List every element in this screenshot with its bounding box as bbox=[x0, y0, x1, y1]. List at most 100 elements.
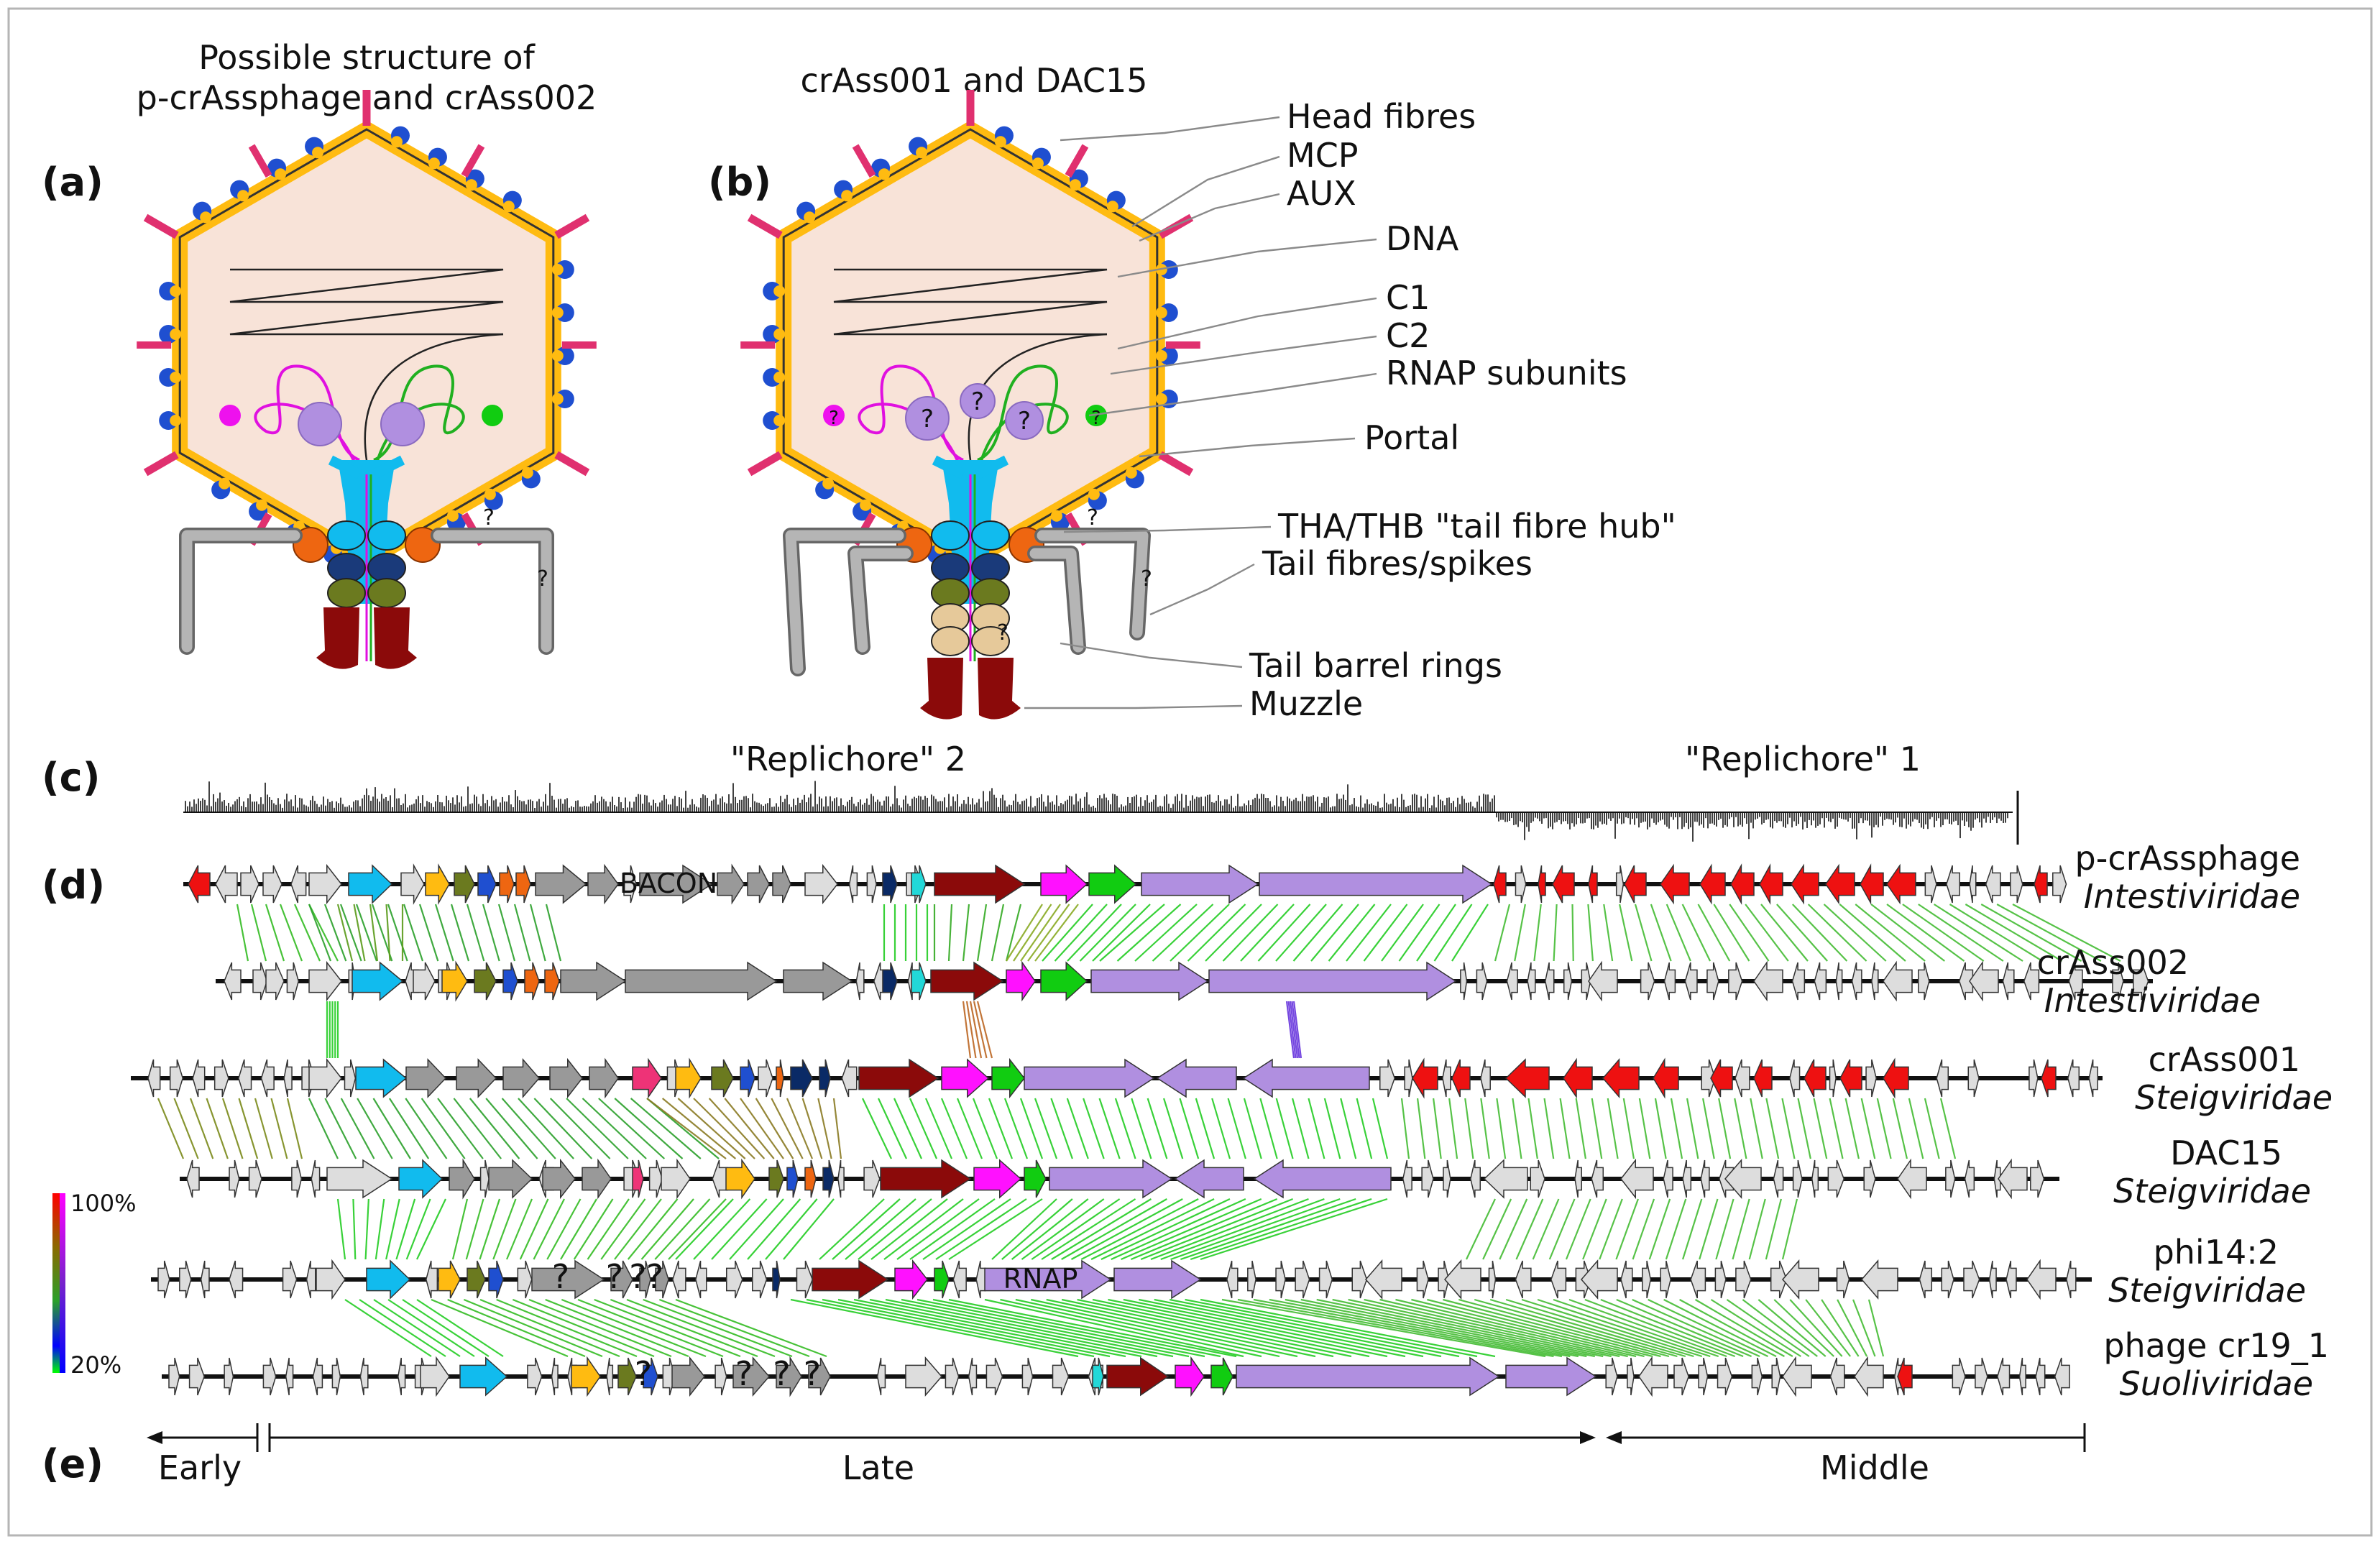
gene-arrow bbox=[1493, 865, 1507, 904]
similarity-link bbox=[819, 1198, 885, 1260]
similarity-link bbox=[1433, 904, 1473, 962]
similarity-link bbox=[1537, 1298, 1711, 1358]
similarity-link bbox=[236, 904, 249, 962]
similarity-link bbox=[1886, 904, 1965, 962]
similarity-link bbox=[1603, 904, 1614, 962]
similarity-link bbox=[587, 1198, 630, 1260]
similarity-link bbox=[1190, 1198, 1372, 1261]
gene-arrow bbox=[2002, 962, 2015, 1001]
similarity-link bbox=[1565, 1198, 1591, 1260]
gene-arrow bbox=[1438, 1260, 1450, 1299]
similarity-link bbox=[387, 904, 408, 962]
gene-arrow bbox=[1782, 1356, 1812, 1397]
gene-arrow bbox=[1735, 1260, 1752, 1299]
similarity-link bbox=[373, 1299, 461, 1357]
similarity-link bbox=[1682, 1198, 1703, 1260]
gene-arrow bbox=[952, 1260, 967, 1299]
similarity-link bbox=[1665, 904, 1691, 962]
similarity-link bbox=[336, 904, 354, 962]
similarity-link bbox=[1211, 1098, 1231, 1159]
similarity-link bbox=[1480, 1098, 1490, 1159]
gene-arrow bbox=[1836, 1260, 1850, 1299]
similarity-link bbox=[1111, 1198, 1246, 1261]
gene-arrow bbox=[589, 1057, 619, 1099]
similarity-link bbox=[1448, 1098, 1458, 1159]
aux-subunit bbox=[170, 328, 182, 340]
similarity-link bbox=[1147, 1098, 1168, 1159]
gene-arrow bbox=[1865, 1059, 1877, 1098]
gene-arrow bbox=[768, 1159, 784, 1198]
rnap-subunit bbox=[960, 383, 996, 419]
gene-arrow bbox=[841, 1059, 858, 1098]
gene-arrow bbox=[359, 1357, 369, 1396]
gene-arrow bbox=[1924, 865, 1937, 904]
head-fibre bbox=[554, 451, 590, 477]
similarity-link bbox=[238, 1098, 259, 1159]
rnap-subunit bbox=[905, 396, 950, 441]
similarity-link bbox=[1902, 904, 1985, 962]
similarity-link bbox=[801, 1098, 823, 1159]
tail-barrel-ring bbox=[327, 520, 366, 551]
similarity-link bbox=[1632, 1298, 1760, 1358]
gene-arrow bbox=[1444, 1259, 1481, 1300]
gene-arrow bbox=[934, 1260, 950, 1299]
similarity-link bbox=[1287, 1001, 1297, 1059]
similarity-link bbox=[901, 1298, 1190, 1358]
gene-arrow bbox=[1791, 962, 1806, 1001]
gene-arrow bbox=[941, 1058, 990, 1098]
gene-label: ? bbox=[635, 1354, 652, 1393]
rnap-subunit bbox=[298, 402, 342, 446]
c2-domain bbox=[1085, 405, 1107, 426]
similarity-link bbox=[1031, 1198, 1121, 1260]
similarity-link bbox=[1346, 904, 1392, 962]
gene-arrow bbox=[1897, 1158, 1927, 1200]
gene-arrow bbox=[229, 1260, 244, 1299]
similarity-link bbox=[431, 1298, 569, 1358]
genome-track-3 bbox=[180, 1158, 2059, 1200]
similarity-link bbox=[339, 904, 362, 962]
similarity-link bbox=[962, 1001, 972, 1059]
gene-arrow bbox=[1318, 1260, 1333, 1299]
label-leader-lines bbox=[1024, 116, 1377, 709]
similarity-link bbox=[1791, 904, 1848, 962]
similarity-link bbox=[1292, 1001, 1302, 1059]
gene-arrow bbox=[758, 1059, 773, 1098]
portal-collar bbox=[328, 455, 405, 479]
dna-strand bbox=[364, 333, 504, 461]
gene-arrow bbox=[168, 1357, 180, 1396]
genome-family-cr19-1: Suoliviridae bbox=[2120, 1364, 2313, 1403]
tail-barrel-ring bbox=[367, 520, 406, 551]
gene-arrow bbox=[560, 961, 627, 1001]
aux-subunit bbox=[994, 136, 1006, 148]
gene-label: ? bbox=[735, 1354, 753, 1393]
similarity-link bbox=[832, 1098, 842, 1159]
c1-domain bbox=[823, 405, 845, 426]
similarity-link bbox=[1760, 904, 1809, 962]
gene-arrow bbox=[991, 1057, 1025, 1099]
gene-arrow bbox=[1814, 962, 1827, 1001]
similarity-link bbox=[755, 1098, 794, 1159]
similarity-link bbox=[1185, 1298, 1478, 1358]
gene-arrow bbox=[474, 962, 497, 1001]
similarity-link bbox=[783, 1198, 835, 1260]
gene-arrow bbox=[1936, 1059, 1949, 1098]
similarity-link bbox=[1934, 904, 2023, 962]
similarity-link bbox=[1031, 1298, 1298, 1358]
gene-arrow bbox=[147, 1059, 161, 1098]
gene-arrow bbox=[405, 1058, 447, 1098]
gene-arrow bbox=[186, 1159, 200, 1198]
tail-fibre bbox=[181, 530, 300, 653]
similarity-link bbox=[1616, 1298, 1752, 1358]
gene-arrow bbox=[1751, 1357, 1763, 1396]
similarity-link bbox=[421, 1098, 466, 1159]
gene-arrow bbox=[1591, 1159, 1604, 1198]
similarity-link bbox=[935, 1198, 1027, 1260]
gene-arrow bbox=[1829, 1059, 1837, 1098]
gene-arrow bbox=[905, 1356, 942, 1397]
similarity-link bbox=[529, 904, 546, 962]
gene-arrow bbox=[2030, 1159, 2045, 1198]
gene-arrow bbox=[291, 1159, 303, 1198]
similarity-link bbox=[1527, 1098, 1538, 1159]
similarity-link bbox=[658, 1298, 810, 1358]
gene-arrow bbox=[732, 1356, 770, 1397]
